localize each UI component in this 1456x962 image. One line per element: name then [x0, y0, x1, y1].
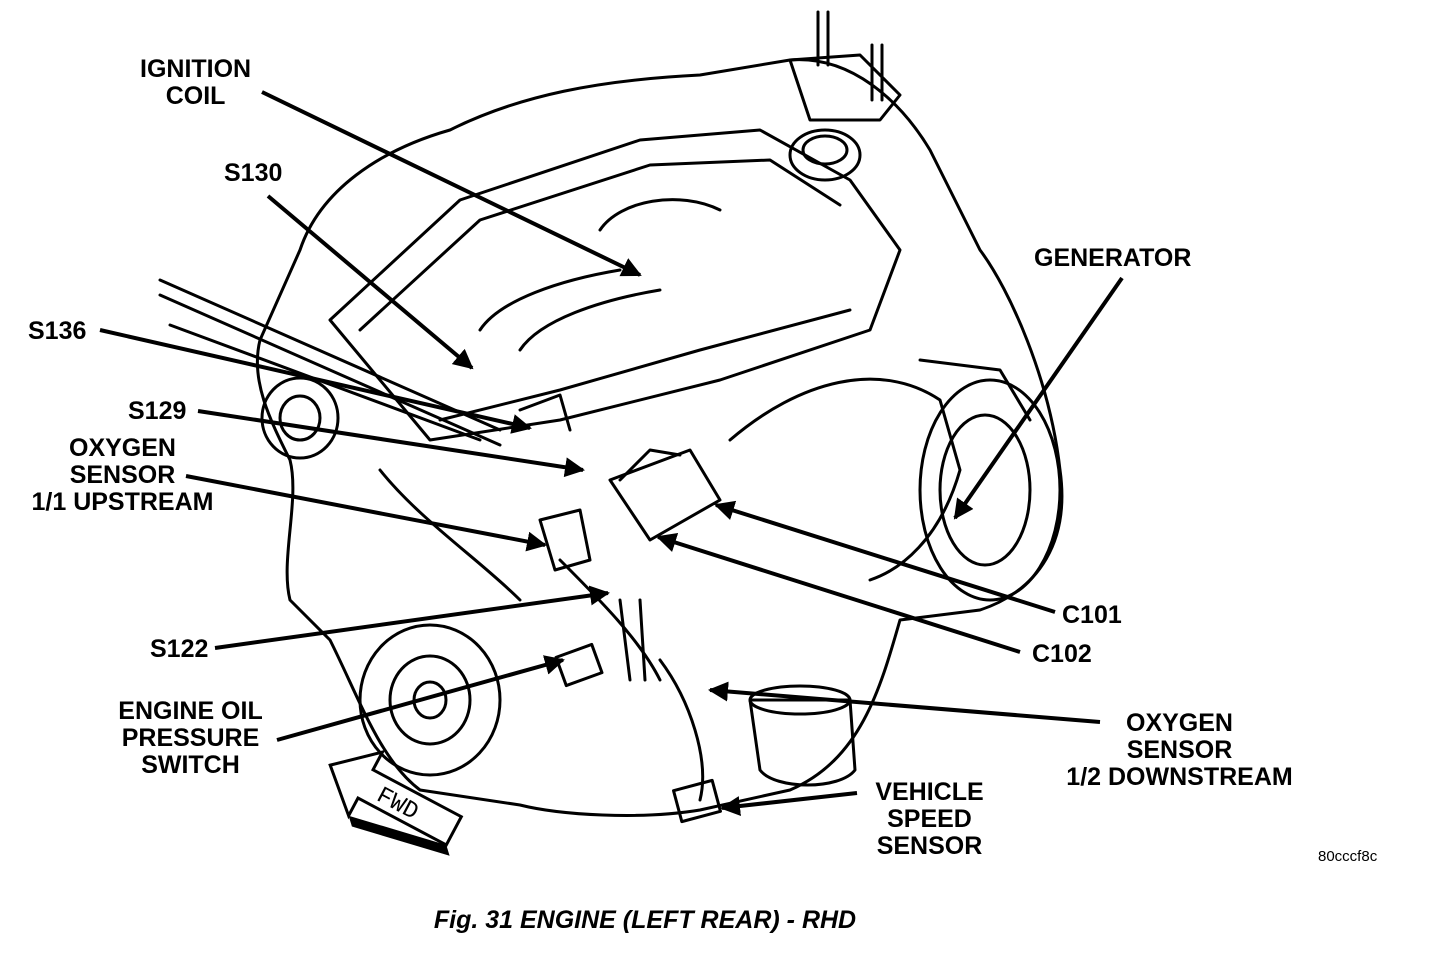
leader-generator: [953, 276, 1124, 520]
leader-vehicle-speed-sensor: [720, 791, 858, 816]
label-oxygen-sensor-downstream: OXYGEN SENSOR 1/2 DOWNSTREAM: [1066, 709, 1293, 791]
label-s122: S122: [150, 635, 209, 663]
fwd-arrow: FWD: [328, 749, 464, 856]
leader-c101: [714, 500, 1056, 614]
label-c101: C101: [1062, 601, 1122, 629]
figure-caption: Fig. 31 ENGINE (LEFT REAR) - RHD: [433, 906, 857, 934]
label-oxygen-sensor-upstream: OXYGEN SENSOR 1/1 UPSTREAM: [31, 434, 214, 516]
leader-oxygen-upstream: [185, 474, 547, 552]
leader-oxygen-downstream: [708, 681, 1101, 724]
label-ignition-coil: IGNITION COIL: [140, 55, 252, 110]
leader-s130: [266, 194, 474, 370]
label-c102: C102: [1032, 640, 1092, 668]
leader-lines: [99, 90, 1124, 816]
leader-oil-pressure-switch: [276, 655, 565, 742]
label-s130: S130: [224, 159, 283, 187]
label-s129: S129: [128, 397, 187, 425]
label-vehicle-speed-sensor: VEHICLE SPEED SENSOR: [875, 778, 984, 860]
leader-s129: [197, 409, 585, 478]
label-engine-oil-pressure-switch: ENGINE OIL PRESSURE SWITCH: [118, 697, 263, 779]
engine-illustration: [158, 10, 1064, 824]
image-code: 80cccf8c: [1318, 848, 1378, 865]
leader-c102: [656, 532, 1021, 654]
label-s136: S136: [28, 317, 87, 345]
label-generator: GENERATOR: [1034, 244, 1192, 272]
leader-ignition-coil: [261, 90, 642, 277]
leader-s136: [99, 328, 532, 434]
leader-s122: [214, 585, 610, 650]
